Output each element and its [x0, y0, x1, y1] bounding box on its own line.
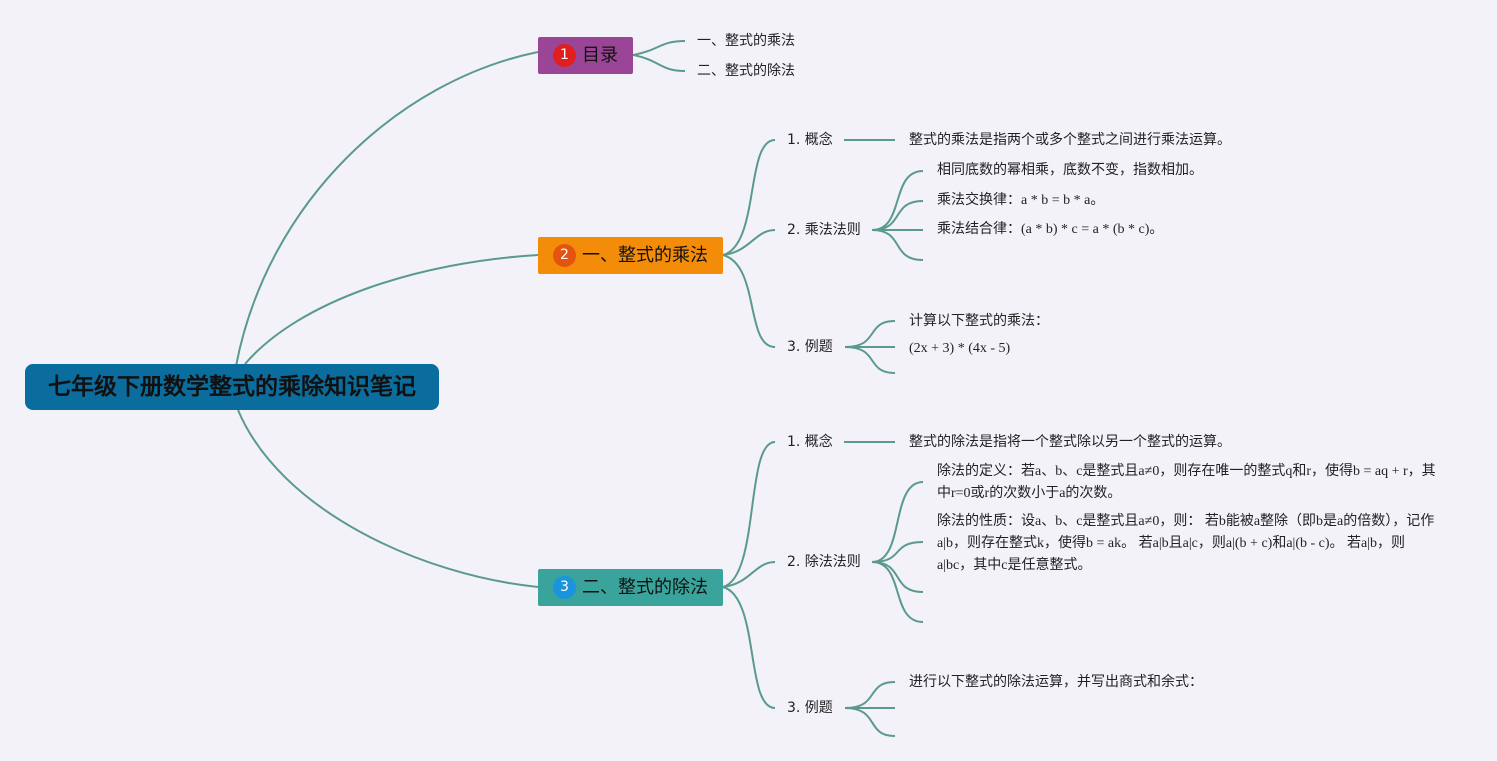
div-concept-text[interactable]: 整式的除法是指将一个整式除以另一个整式的运算。 — [909, 434, 1231, 450]
mult-concept-text[interactable]: 整式的乘法是指两个或多个整式之间进行乘法运算。 — [909, 132, 1231, 148]
number-badge-2: 2 — [553, 244, 576, 267]
number-badge-3: 3 — [553, 576, 576, 599]
topic-multiplication[interactable]: 2 一、整式的乘法 — [538, 237, 723, 274]
topic-label: 目录 — [582, 45, 618, 66]
topic-toc[interactable]: 1 目录 — [538, 37, 633, 74]
number-badge-1: 1 — [553, 44, 576, 67]
div-example-label[interactable]: 3. 例题 — [787, 700, 833, 716]
topic-division[interactable]: 3 二、整式的除法 — [538, 569, 723, 606]
mult-rule-2[interactable]: 乘法交换律：a * b = b * a。 — [937, 193, 1105, 208]
mult-rule-3[interactable]: 乘法结合律：(a * b) * c = a * (b * c)。 — [937, 222, 1164, 237]
div-rule-2[interactable]: 除法的性质：设a、b、c是整式且a≠0，则： 若b能被a整除（即b是a的倍数），… — [937, 514, 1435, 573]
mult-example-1[interactable]: 计算以下整式的乘法： — [909, 313, 1049, 329]
mult-rule-1[interactable]: 相同底数的幂相乘，底数不变，指数相加。 — [937, 163, 1203, 178]
div-rule-1[interactable]: 除法的定义：若a、b、c是整式且a≠0，则存在唯一的整式q和r，使得b = aq… — [937, 464, 1436, 501]
toc-item-multiplication[interactable]: 一、整式的乘法 — [697, 33, 795, 49]
div-rules-label[interactable]: 2. 除法法则 — [787, 554, 861, 570]
div-example-1[interactable]: 进行以下整式的除法运算，并写出商式和余式： — [909, 674, 1203, 690]
mult-example-label[interactable]: 3. 例题 — [787, 339, 833, 355]
toc-item-division[interactable]: 二、整式的除法 — [697, 63, 795, 79]
mult-rules-label[interactable]: 2. 乘法法则 — [787, 222, 861, 238]
div-concept-label[interactable]: 1. 概念 — [787, 434, 833, 450]
mult-example-2[interactable]: (2x + 3) * (4x - 5) — [909, 341, 1011, 356]
topic-label: 二、整式的除法 — [582, 577, 708, 598]
topic-label: 一、整式的乘法 — [582, 245, 708, 266]
mult-concept-label[interactable]: 1. 概念 — [787, 132, 833, 148]
root-topic[interactable]: 七年级下册数学整式的乘除知识笔记 — [25, 364, 439, 410]
